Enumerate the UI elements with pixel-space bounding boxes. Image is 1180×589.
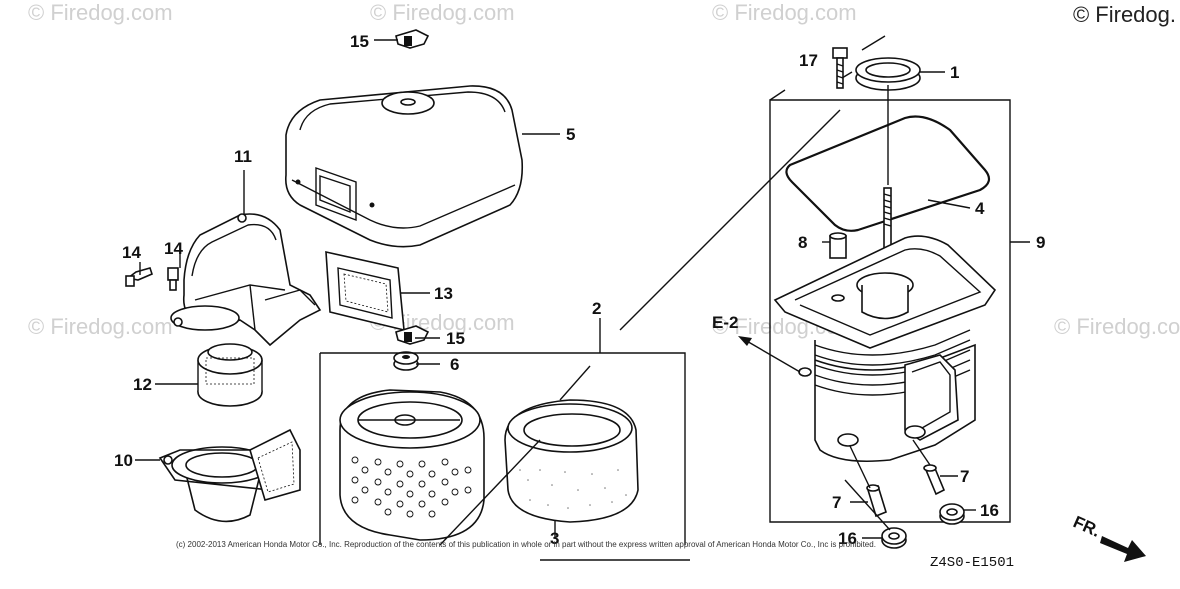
box-element-2 — [319, 352, 686, 545]
part-gasket-13 — [325, 250, 405, 332]
callout-10: 10 — [114, 451, 133, 470]
callout-1: 1 — [950, 63, 959, 82]
watermark-4: © Firedog.com — [28, 314, 173, 339]
callout-14-right: 14 — [164, 239, 183, 258]
part-element-outer — [339, 389, 485, 541]
callout-7-left: 7 — [832, 493, 841, 512]
part-seal-1 — [855, 57, 921, 91]
diagram-code: Z4S0-E1501 — [930, 555, 1014, 571]
part-bolt-17 — [832, 47, 848, 89]
callout-6: 6 — [450, 355, 459, 374]
callout-9: 9 — [1036, 233, 1045, 252]
part-filter-12 — [197, 343, 263, 407]
ref-label-e2: E-2 — [712, 313, 738, 332]
callout-8: 8 — [798, 233, 807, 252]
part-nuts-16 — [881, 503, 965, 549]
callout-numbers: 15 5 11 14 14 13 15 6 2 12 10 3 17 1 4 8… — [114, 32, 1045, 548]
box-case-9 — [769, 99, 1011, 523]
part-cover — [284, 85, 524, 248]
callout-15-lower: 15 — [446, 329, 465, 348]
part-cup-10 — [158, 428, 301, 523]
front-arrow: FR. — [1070, 512, 1146, 562]
watermarks: © Firedog.com © Firedog.com © Firedog.co… — [28, 0, 1180, 339]
callout-16-left: 16 — [838, 529, 857, 548]
callout-15-top: 15 — [350, 32, 369, 51]
callout-11: 11 — [234, 147, 252, 166]
callout-12: 12 — [133, 375, 152, 394]
callout-5: 5 — [566, 125, 575, 144]
callout-2: 2 — [592, 299, 601, 318]
part-bolts-14 — [125, 267, 179, 291]
copyright-corner: © Firedog. — [1072, 2, 1176, 27]
part-elbow — [170, 213, 322, 347]
callout-17: 17 — [799, 51, 818, 70]
part-tubes-7 — [866, 464, 946, 518]
watermark-1: © Firedog.com — [28, 0, 173, 25]
callout-13: 13 — [434, 284, 453, 303]
watermark-7: © Firedog.com — [1054, 314, 1180, 339]
callout-3: 3 — [550, 529, 559, 548]
watermark-3: © Firedog.com — [712, 0, 857, 25]
leader-lines — [135, 35, 1030, 561]
footer-copyright: (c) 2002-2013 American Honda Motor Co., … — [176, 540, 876, 549]
part-clip-lower — [395, 325, 430, 345]
front-label: FR. — [1070, 512, 1103, 540]
watermark-2: © Firedog.com — [370, 0, 515, 25]
front-arrow-icon — [1100, 536, 1146, 562]
part-nut-6 — [393, 351, 419, 371]
callout-14-left: 14 — [122, 243, 141, 262]
part-gasket-4 — [785, 115, 991, 232]
part-case-body — [773, 235, 997, 463]
callout-16-right: 16 — [980, 501, 999, 520]
callout-7-right: 7 — [960, 467, 969, 486]
callout-4: 4 — [975, 199, 985, 218]
part-spacer-8 — [829, 232, 847, 259]
part-clip-top — [395, 29, 430, 49]
part-foam-3 — [504, 399, 639, 523]
